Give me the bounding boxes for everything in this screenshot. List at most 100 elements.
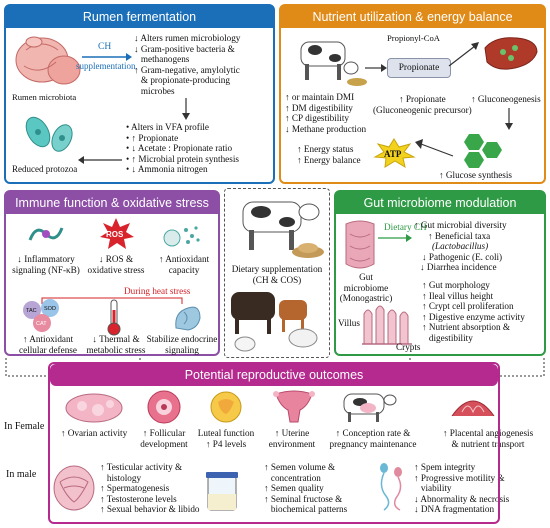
rumen-effect-line: ↓ Alters rumen microbiology: [134, 33, 241, 43]
dietary-ch-label: Dietary CH: [384, 222, 427, 232]
rumen-effects-1: ↓ Alters rumen microbiology ↓ Gram-posit…: [134, 33, 240, 97]
tac-sod-cat-icon: [23, 299, 59, 332]
gut-effect-line: ↑ Gut microbial diversity: [414, 220, 507, 230]
female-item-conception: ↑ Conception rate & pregnancy maintenanc…: [318, 428, 428, 449]
rumen-title: Rumen fermentation: [6, 6, 273, 28]
repro-panel: Potential reproductive outcomes: [50, 364, 498, 386]
immune-item-endocrine: Stabilize endocrine signaling: [142, 334, 222, 355]
male-col-2: ↑ Semen volume & concentration ↑ Semen q…: [264, 462, 347, 515]
male-outcome-line: ↓ Abnormality & necrosis: [414, 493, 510, 504]
female-outcome-line: Luteal function: [197, 428, 255, 438]
gluconeogenesis-label: ↑ Gluconeogenesis: [471, 94, 541, 104]
immune-line: ↑ Antioxidant: [22, 334, 74, 344]
propionyl-coa-label: Propionyl-CoA: [387, 33, 440, 43]
immune-line: oxidative stress: [87, 264, 145, 275]
villus-label: Villus: [338, 318, 360, 328]
atp-label: ATP: [384, 149, 402, 159]
gut-effects-1: ↑ Gut microbial diversity ↑ Beneficial t…: [414, 220, 507, 273]
gut-effect-line: ↓ Diarrhea incidence: [420, 262, 497, 273]
female-label: In Female: [4, 421, 45, 432]
protozoa-icon: [25, 116, 73, 152]
down-arrow-icon: [182, 98, 190, 120]
gut-morphology-line: ↑ Ileal villus height: [422, 290, 494, 301]
reduced-protozoa-label: Reduced protozoa: [12, 164, 78, 174]
immune-line: ↓ ROS &: [98, 254, 134, 264]
supplementation-label: supplementation: [76, 61, 136, 71]
propionate-box-label: Propionate: [398, 63, 440, 73]
ovary-icon: [65, 393, 123, 423]
female-item-follicular: ↑ Follicular development: [128, 428, 200, 449]
propionate-text: ↑ Propionate (Gluconeogenic precursor): [373, 94, 472, 115]
rumen-stomach-icon: [15, 36, 81, 85]
pregnant-cow-icon: [343, 393, 397, 422]
gut-title: Gut microbiome modulation: [336, 192, 544, 214]
ch-label: CH: [98, 42, 112, 52]
energy-line: ↑ Energy balance: [297, 154, 361, 165]
rumen-effects-2: • Alters in VFA profile • ↑ Propionate •…: [126, 122, 239, 175]
repro-title: Potential reproductive outcomes: [52, 366, 496, 384]
cow-icon: [242, 201, 320, 250]
female-outcome-line: ↑ Ovarian activity: [60, 428, 128, 438]
male-outcome-line: ↑ Semen volume &: [264, 462, 336, 472]
center-label: Dietary supplementation (CH & COS): [226, 264, 328, 285]
male-outcome-line: ↑ Sexual behavior & libido: [100, 504, 200, 515]
rumen-vfa-line: • ↑ Microbial protein synthesis: [126, 153, 239, 164]
female-outcome-line: environment: [268, 438, 316, 449]
female-outcome-line: ↑ P4 levels: [205, 438, 247, 449]
crypts-label: Crypts: [396, 342, 421, 352]
gut-label-line: (Monogastric): [339, 293, 393, 304]
gut-effect-line: (Lactobacillus): [432, 241, 489, 252]
arrow-to-atp-icon: [415, 139, 454, 157]
immune-line: ↓ Thermal &: [92, 334, 140, 344]
female-outcome-line: ↑ Placental angiogenesis: [442, 428, 534, 438]
gut-label: Gut microbiome (Monogastric): [338, 272, 394, 304]
gut-morphology-line: ↑ Nutrient absorption &: [422, 322, 511, 333]
gut-morphology-line: ↑ Crypt cell proliferation: [422, 301, 514, 312]
rumen-effect-line: ↑ Gram-negative, amylolytic: [134, 64, 240, 75]
female-outcome-line: ↑ Follicular: [142, 428, 186, 438]
rumen-vfa-line: • ↓ Acetate : Propionate ratio: [126, 143, 233, 154]
cat-label: CAT: [36, 321, 47, 327]
male-outcome-line: ↑ Semen quality: [264, 483, 324, 494]
immune-line: cellular defense: [19, 344, 77, 355]
rumen-vfa-line: • ↓ Ammonia nitrogen: [126, 164, 208, 175]
uterus-icon: [273, 390, 315, 423]
intestine-icon: [345, 220, 375, 269]
immune-line: signaling (NF-κB): [12, 264, 80, 275]
female-outcome-line: ↑ Uterine: [274, 428, 310, 438]
male-outcome-line: ↑ Progressive motility &: [414, 472, 505, 483]
immune-item-cellular: ↑ Antioxidant cellular defense: [8, 334, 88, 355]
female-outcome-line: development: [140, 438, 188, 449]
immune-item-ros: ↓ ROS & oxidative stress: [80, 254, 152, 275]
gut-label-line: microbiome: [343, 282, 389, 293]
sod-label: SOD: [44, 306, 56, 312]
male-outcome-line: ↑ Spermatogenesis: [100, 483, 170, 494]
nutrient-effect-line: ↑ CP digestibility: [285, 113, 349, 124]
male-outcome-line: viability: [414, 483, 452, 494]
thermometer-icon: [107, 299, 121, 336]
dietary-ch-arrow-icon: [378, 234, 412, 242]
nutrient-effect-line: ↑ DM digestibility: [285, 102, 353, 113]
gut-morphology-line: ↑ Gut morphology: [422, 280, 490, 290]
rumen-effect-line: ↓ Gram-positive bacteria &: [134, 43, 235, 54]
immune-line: ↓ Inflammatory: [17, 254, 75, 264]
center-panel: [224, 188, 330, 358]
gut-effects-2: ↑ Gut morphology ↑ Ileal villus height ↑…: [422, 280, 525, 344]
glucose-hexagon-icon: [464, 134, 502, 168]
rumen-effect-line: & propionate-producing: [134, 75, 230, 86]
heat-stress-bracket: [41, 297, 183, 304]
gut-panel: Gut microbiome modulation Dietary CH Gut…: [334, 190, 546, 356]
male-col-3: ↑ Spem integrity ↑ Progressive motility …: [414, 462, 509, 515]
rumen-microbiota-label: Rumen microbiota: [12, 92, 77, 102]
testis-icon: [53, 465, 95, 511]
nutrient-effect-line: ↑ or maintain DMI: [285, 92, 355, 102]
propionate-line: (Gluconeogenic precursor): [373, 104, 472, 115]
immune-line: metabolic stress: [86, 344, 146, 355]
immune-line: signaling: [165, 344, 199, 355]
tac-label: TAC: [26, 308, 37, 314]
rumen-panel: Rumen fermentation Rumen microbiota CH s…: [4, 4, 275, 184]
male-outcome-line: ↑ Spem integrity: [414, 462, 476, 472]
gut-effect-line: ↑ Beneficial taxa: [428, 230, 491, 241]
male-outcome-line: ↑ Seminal fructose &: [264, 493, 343, 504]
female-outcome-line: pregnancy maintenance: [329, 438, 417, 449]
